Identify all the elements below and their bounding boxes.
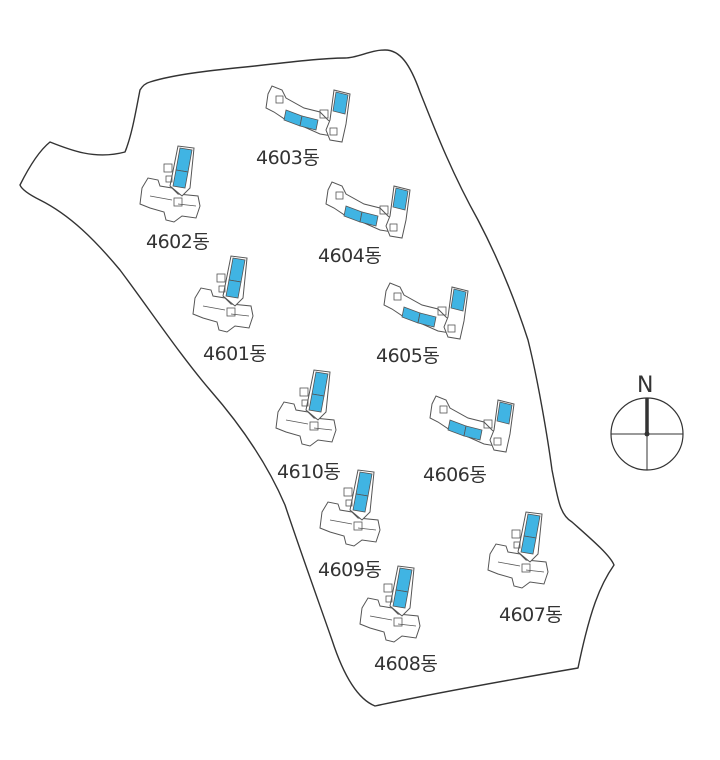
site-boundary <box>19 49 615 707</box>
building-4604 <box>325 181 411 239</box>
building-4601 <box>192 255 254 333</box>
building-label-4610: 4610동 <box>277 461 340 483</box>
building-label-4608: 4608동 <box>374 653 437 675</box>
building-label-4609: 4609동 <box>318 559 381 581</box>
building-label-4603: 4603동 <box>256 147 319 169</box>
building-4610 <box>275 369 337 447</box>
building-label-4606: 4606동 <box>423 464 486 486</box>
building-4609 <box>319 469 381 547</box>
building-4607 <box>487 511 549 589</box>
building-label-4607: 4607동 <box>499 604 562 626</box>
building-label-4602: 4602동 <box>146 231 209 253</box>
building-4606 <box>429 395 515 453</box>
compass-north-icon <box>610 397 684 471</box>
building-4608 <box>359 565 421 643</box>
building-label-4604: 4604동 <box>318 245 381 267</box>
building-4602 <box>139 145 201 223</box>
building-label-4605: 4605동 <box>376 345 439 367</box>
building-label-4601: 4601동 <box>203 343 266 365</box>
building-4603 <box>265 85 351 143</box>
building-4605 <box>383 282 469 340</box>
compass-north-label: N <box>637 373 653 398</box>
